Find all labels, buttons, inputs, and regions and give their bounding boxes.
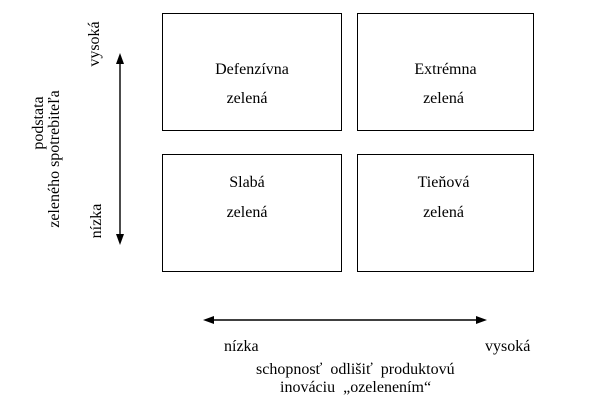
quadrant-bottom-left-subtitle: zelená	[226, 204, 268, 221]
quadrant-top-right-title: Extrémna	[414, 61, 477, 78]
quadrant-top-left: Defenzívna zelená	[162, 13, 342, 131]
quadrant-bottom-right: Tieňová zelená	[357, 154, 534, 272]
y-axis-arrow	[116, 53, 124, 245]
quadrant-top-right-subtitle: zelená	[423, 90, 464, 107]
x-axis-arrow	[203, 316, 487, 324]
y-axis-low-label: nízka	[88, 203, 105, 239]
quadrant-top-left-title: Defenzívna	[215, 61, 289, 78]
x-axis-title-line2: inováciu „ozelenením“	[280, 379, 432, 396]
quadrant-bottom-right-subtitle: zelená	[423, 204, 464, 221]
y-axis-high-label: vysoká	[86, 21, 103, 67]
x-axis-high-label: vysoká	[485, 338, 531, 355]
x-axis-low-label: nízka	[224, 338, 259, 355]
quadrant-bottom-left: Slabá zelená	[162, 154, 342, 272]
quadrant-bottom-left-title: Slabá	[229, 174, 265, 191]
quadrant-top-right: Extrémna zelená	[357, 13, 534, 131]
quadrant-bottom-right-title: Tieňová	[417, 174, 470, 191]
quadrant-top-left-subtitle: zelená	[226, 90, 268, 107]
y-axis-title-line2: zeleného spotrebiteľa	[46, 90, 63, 228]
x-axis-title-line1: schopnosť odlišiť produktovú	[256, 361, 455, 378]
